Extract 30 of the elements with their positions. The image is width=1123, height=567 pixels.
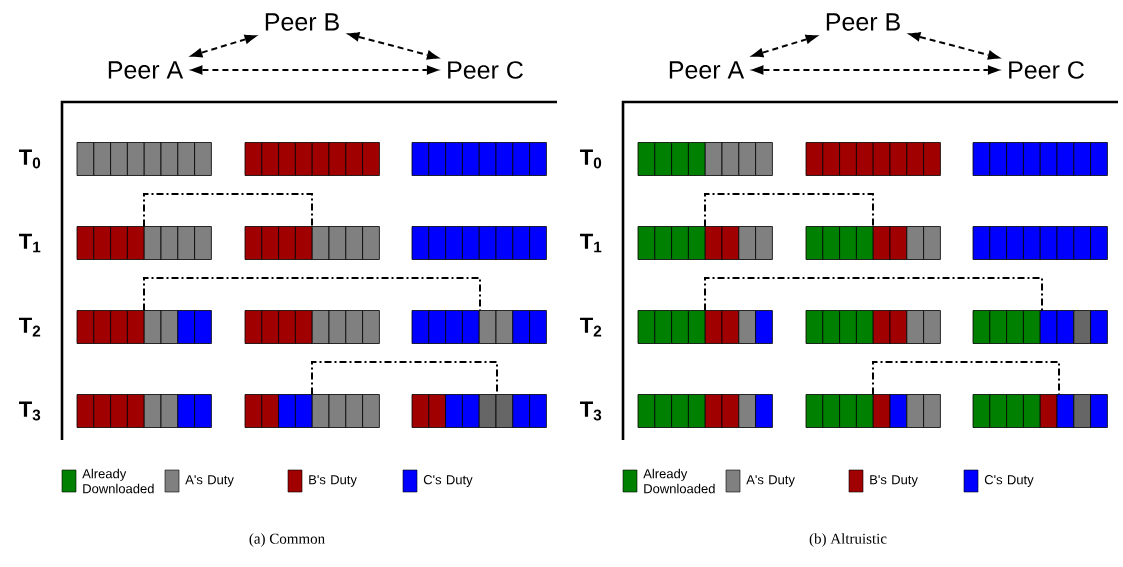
peer-label: Peer A <box>108 61 184 79</box>
time-label: T$_{1}$ <box>19 233 41 253</box>
time-label: T$_{0}$ <box>19 149 41 169</box>
legend-label: C's Duty <box>984 475 1034 487</box>
peer-label: Peer B <box>265 13 339 31</box>
arrow <box>749 65 1002 75</box>
arrow <box>188 65 441 75</box>
legend-label: C's Duty <box>423 475 473 487</box>
time-label: T$_{3}$ <box>19 401 41 421</box>
peer-label: Peer A <box>669 61 745 79</box>
arrow <box>906 32 1002 60</box>
caption: (a) Common <box>249 533 325 547</box>
time-label: T$_{2}$ <box>580 317 602 337</box>
legend-label: Already Downloaded <box>82 468 154 494</box>
time-label: T$_{3}$ <box>580 401 602 421</box>
arrow <box>188 34 259 58</box>
time-label: T$_{0}$ <box>580 149 602 169</box>
peer-label: Peer C <box>448 61 523 79</box>
legend-label: B's Duty <box>870 475 918 487</box>
peer-label: Peer B <box>826 13 900 31</box>
legend-label: B's Duty <box>309 475 357 487</box>
legend-label: Already Downloaded <box>643 468 715 494</box>
caption: (b) Altruistic <box>809 533 887 547</box>
peer-label: Peer C <box>1009 61 1084 79</box>
time-label: T$_{1}$ <box>580 233 602 253</box>
arrow <box>749 34 820 58</box>
time-label: T$_{2}$ <box>19 317 41 337</box>
legend-label: A's Duty <box>746 475 795 487</box>
arrow <box>345 32 441 60</box>
legend-label: A's Duty <box>185 475 234 487</box>
